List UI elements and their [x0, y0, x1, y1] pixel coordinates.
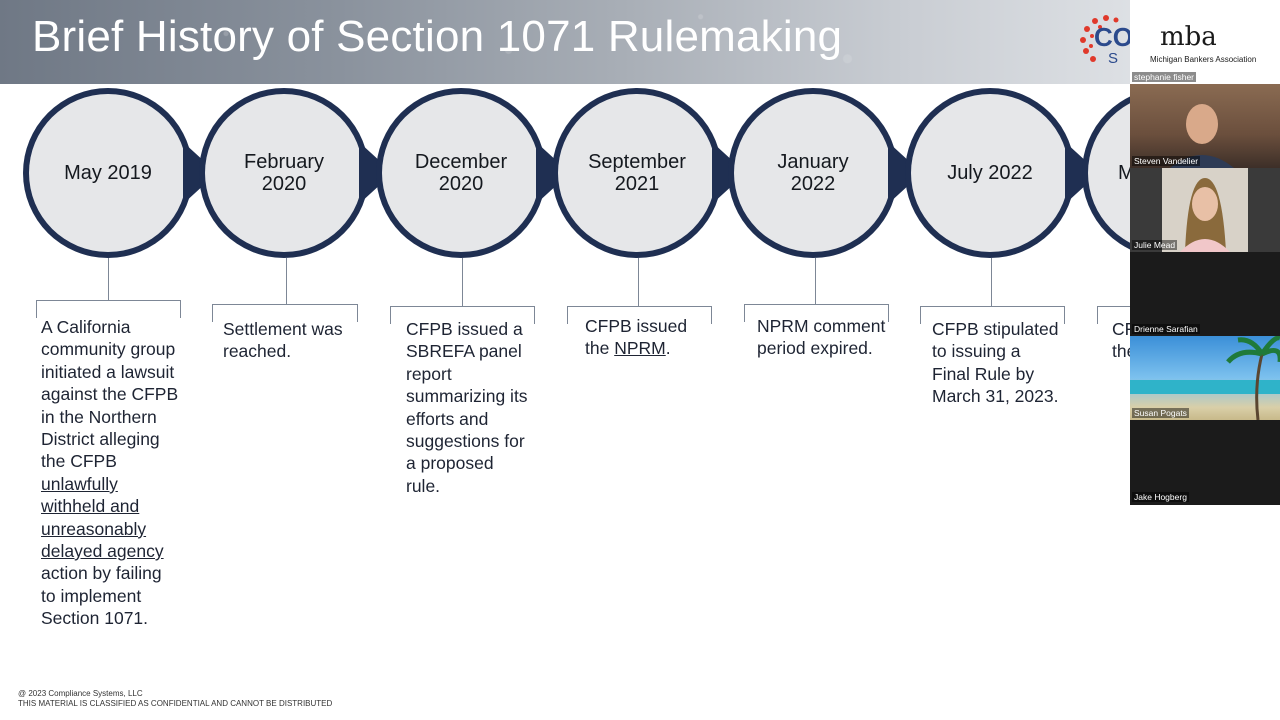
timeline-description: A California community group initiated a… [41, 317, 179, 629]
connector-line [462, 258, 463, 306]
connector-line [815, 258, 816, 304]
video-tile-stephanie-fisher[interactable]: mba Michigan Bankers Association stephan… [1130, 0, 1280, 84]
video-panel: mba Michigan Bankers Association stephan… [1130, 0, 1280, 505]
timeline-description: Settlement was reached. [223, 319, 343, 362]
underlined-text: unlawfully withheld and unreasonably del… [41, 473, 164, 562]
timeline-description: NPRM comment period expired. [757, 316, 886, 359]
timeline-date: July 2022 [911, 94, 1069, 252]
connector-line [991, 258, 992, 306]
video-tile-susan-pogats[interactable]: Susan Pogats [1130, 336, 1280, 420]
bracket [390, 306, 535, 324]
bracket [567, 306, 712, 324]
bracket [920, 306, 1065, 324]
timeline-description: CFthe [1112, 319, 1130, 362]
bracket [36, 300, 181, 318]
bracket [1097, 306, 1130, 324]
mba-name: Michigan Bankers Association [1150, 55, 1257, 64]
participant-name: Jake Hogberg [1132, 492, 1189, 502]
participant-name: Julie Mead [1132, 240, 1178, 250]
mba-logo-text: mba [1160, 22, 1217, 52]
connector-line [638, 258, 639, 306]
copyright-footer: @ 2023 Compliance Systems, LLC [18, 689, 143, 698]
video-tile-julie-mead[interactable]: Julie Mead [1130, 168, 1280, 252]
timeline-step: M [1082, 88, 1130, 258]
timeline-date: May 2019 [29, 94, 187, 252]
beach-background-icon [1130, 336, 1280, 420]
timeline-description: CFPB issued the NPRM. [585, 316, 688, 359]
logo-subtext: S [1108, 50, 1123, 67]
participant-name: Steven Vandelier [1132, 156, 1201, 166]
timeline-description: CFPB issued a SBREFA panel report summar… [406, 319, 528, 496]
confidential-footer: THIS MATERIAL IS CLASSIFIED AS CONFIDENT… [18, 699, 333, 708]
timeline-step: May 2019 [23, 88, 217, 258]
participant-name: Drienne Sarafian [1132, 324, 1200, 334]
video-tile-steven-vandelier[interactable]: Steven Vandelier [1130, 84, 1280, 168]
bracket [212, 304, 358, 322]
compliance-systems-logo-icon [1080, 15, 1119, 62]
timeline-description: CFPB stipulated to issuing a Final Rule … [932, 319, 1059, 407]
slide-header: Brief History of Section 1071 Rulemaking… [0, 0, 1130, 84]
bracket [744, 304, 889, 322]
participant-video-icon [1162, 168, 1248, 252]
participant-name: stephanie fisher [1132, 72, 1197, 82]
connector-line [108, 258, 109, 300]
nprm-link[interactable]: NPRM [614, 338, 666, 359]
logo-text: CO [1094, 22, 1130, 52]
video-tile-drienne-sarafian[interactable]: Drienne Sarafian [1130, 252, 1280, 336]
timeline: May 2019 A California community group in… [0, 84, 1130, 684]
connector-line [286, 258, 287, 304]
slide-title: Brief History of Section 1071 Rulemaking [32, 12, 843, 61]
video-tile-jake-hogberg[interactable]: Jake Hogberg [1130, 420, 1280, 504]
timeline-step: July 2022 [905, 88, 1099, 258]
participant-video-icon [1170, 104, 1234, 168]
participant-name: Susan Pogats [1132, 408, 1189, 418]
